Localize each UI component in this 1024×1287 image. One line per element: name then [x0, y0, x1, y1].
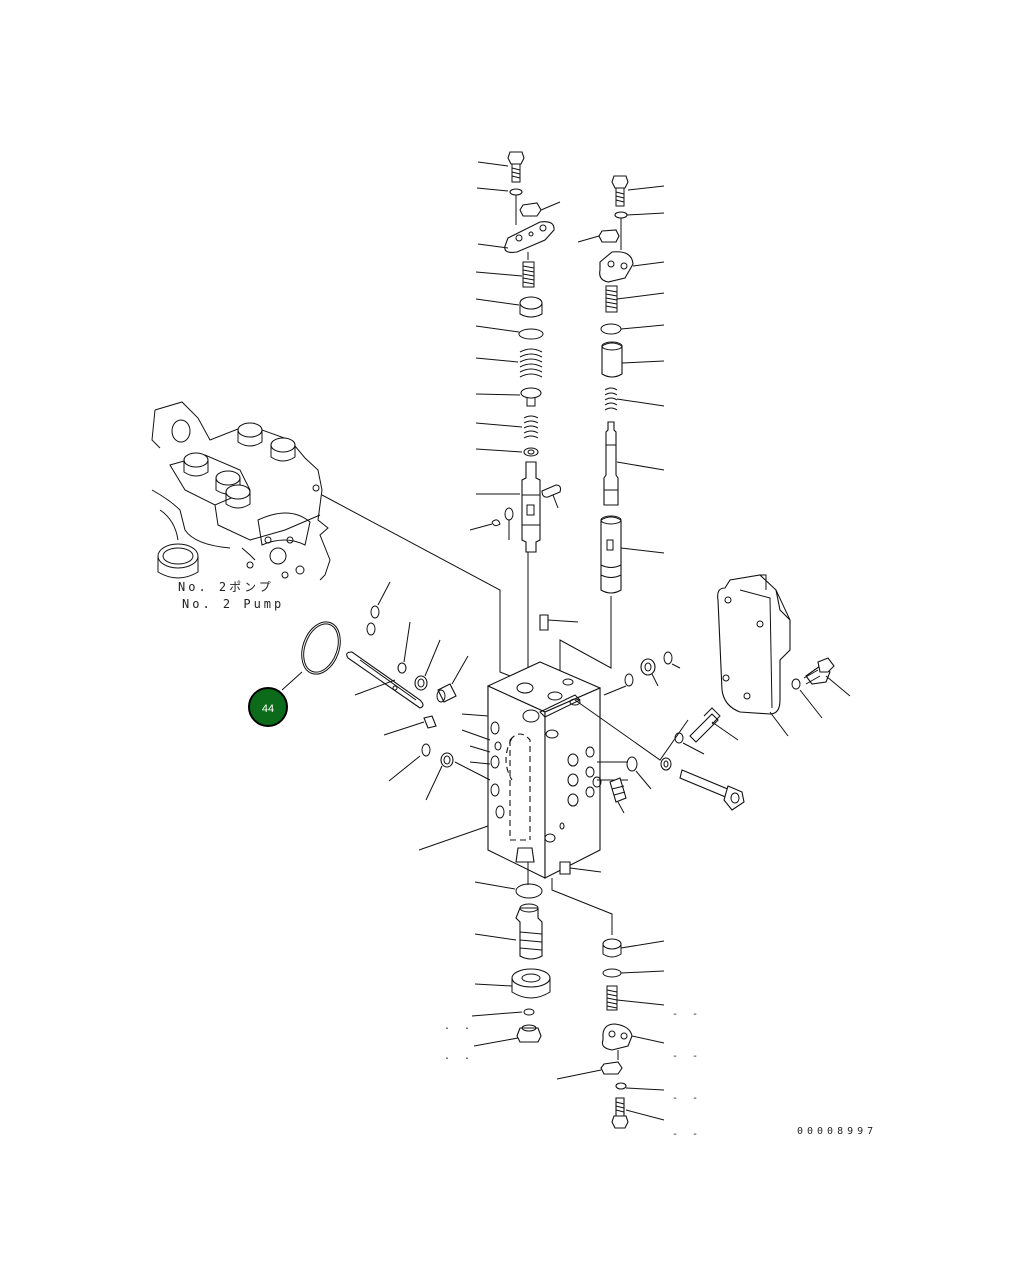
callout-44-badge[interactable] — [248, 687, 288, 727]
left-spool-stack — [469, 151, 562, 680]
pump-label-en: No. 2 Pump — [182, 597, 284, 611]
tail-mark-3: - - — [672, 1093, 702, 1104]
right-small-parts — [539, 614, 745, 875]
callout-44[interactable]: 44 — [248, 687, 288, 727]
tail-mark-4: - - — [672, 1129, 702, 1140]
tail-mark-1: - - — [672, 1009, 702, 1020]
drawing-number: 00008997 — [797, 1126, 877, 1137]
left-small-parts — [346, 581, 491, 801]
cover-plate — [717, 574, 851, 737]
valve-body-leaders — [418, 713, 628, 851]
tail-mark-6: . . — [444, 1051, 474, 1062]
main-valve-body — [487, 661, 601, 879]
no2-pump-housing — [151, 401, 331, 581]
pump-label-jp: No. 2ポンプ — [178, 580, 274, 594]
right-spool-stack — [559, 175, 665, 672]
callout-44-number: 44 — [262, 703, 274, 715]
lower-right-stack — [551, 878, 665, 1129]
o-ring-large — [301, 621, 341, 675]
tail-mark-5: . . — [444, 1021, 474, 1032]
tail-mark-2: - - — [672, 1051, 702, 1062]
lower-left-stack — [471, 862, 551, 1047]
